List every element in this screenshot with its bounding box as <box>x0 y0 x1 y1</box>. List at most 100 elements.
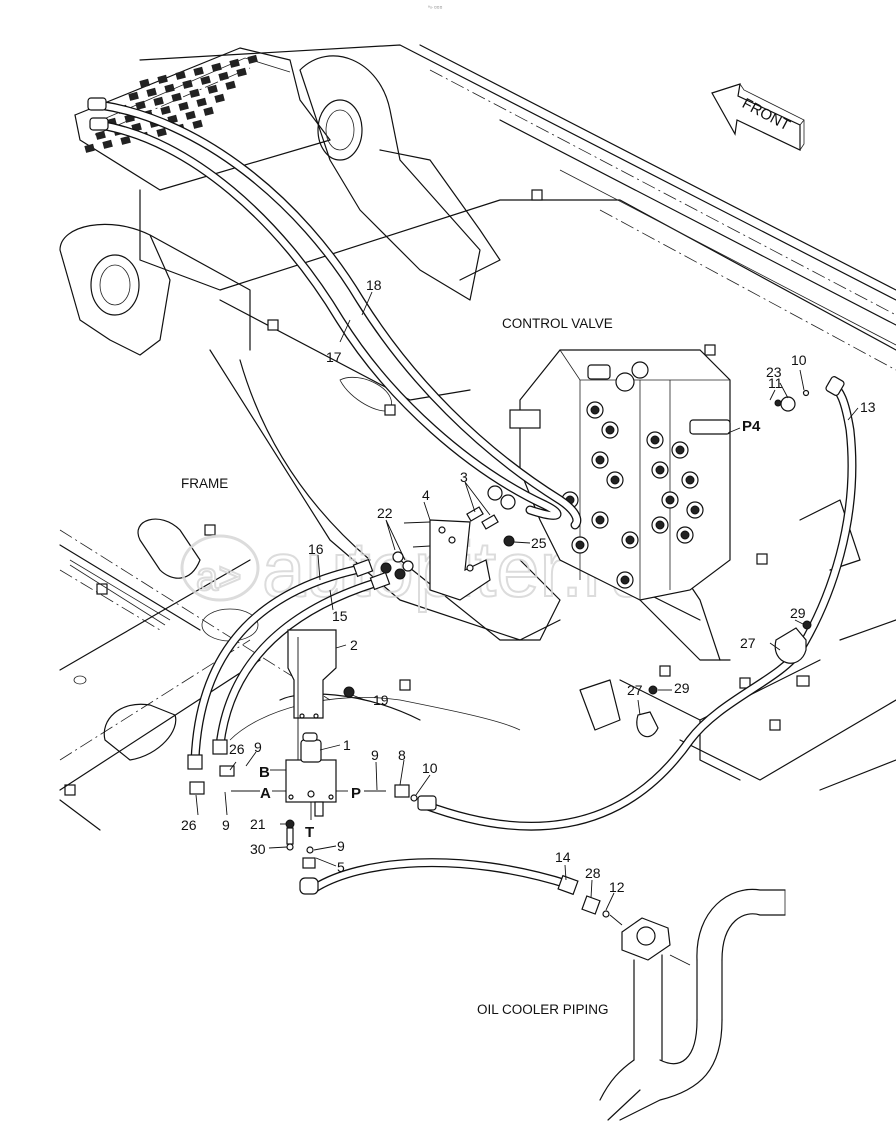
hose-fittings <box>87 97 845 918</box>
mesh-hole <box>225 80 236 90</box>
mesh-hole <box>196 97 207 107</box>
callout-17: 17 <box>326 349 342 365</box>
mesh-hole <box>218 71 229 81</box>
mesh-hole <box>95 130 106 140</box>
callout-19: 19 <box>373 692 389 708</box>
mesh-hole <box>178 101 189 111</box>
port-t-label: T <box>305 824 314 841</box>
valve-port-bolt <box>655 520 665 530</box>
mesh-hole <box>211 62 222 72</box>
callout-15: 15 <box>332 608 348 624</box>
callout-1: 1 <box>343 737 351 753</box>
callout-14: 14 <box>555 849 571 865</box>
valve-port-bolt <box>610 475 620 485</box>
mesh-hole <box>193 66 204 76</box>
mesh-hole <box>139 78 150 88</box>
mesh-hole <box>189 88 200 98</box>
oil-cooler-piping-label: OIL COOLER PIPING <box>477 1002 609 1017</box>
callout-9-t: 9 <box>337 838 345 854</box>
callout-23: 23 <box>766 364 782 380</box>
mesh-hole <box>229 58 240 68</box>
valve-port-bolt <box>685 475 695 485</box>
top-mark: ª» ¤¤¤ <box>428 5 443 11</box>
callout-5: 5 <box>337 859 345 875</box>
callout-22: 22 <box>377 505 393 521</box>
callout-26-upper: 26 <box>229 741 245 757</box>
callout-26-lower: 26 <box>181 817 197 833</box>
mesh-hole <box>135 100 146 110</box>
callout-27-left: 27 <box>627 682 643 698</box>
mesh-hole <box>84 143 95 153</box>
callout-28: 28 <box>585 865 601 881</box>
callout-8: 8 <box>398 747 406 763</box>
mesh-hole <box>156 127 167 137</box>
valve-port-bolt <box>650 435 660 445</box>
mesh-hole <box>185 110 196 120</box>
valve-port-bolt <box>595 455 605 465</box>
frame-label: FRAME <box>181 476 228 491</box>
valve-port-bolt <box>595 515 605 525</box>
callout-3: 3 <box>460 469 468 485</box>
mesh-hole <box>247 54 258 64</box>
callout-12: 12 <box>609 879 625 895</box>
mesh-hole <box>182 79 193 89</box>
callout-29-right: 29 <box>790 605 806 621</box>
mesh-plate <box>84 54 258 153</box>
mesh-hole <box>146 87 157 97</box>
mesh-hole <box>153 96 164 106</box>
valve-port-bolt <box>620 575 630 585</box>
watermark-symbol: a> <box>196 555 242 599</box>
callout-leaders <box>195 291 859 911</box>
valve-block-1 <box>231 637 386 851</box>
mesh-hole <box>120 135 131 145</box>
port-a-label: A <box>260 785 271 802</box>
callout-10-upper: 10 <box>791 352 807 368</box>
lower-frame <box>59 499 896 831</box>
mesh-hole <box>128 91 139 101</box>
mesh-hole <box>236 67 247 77</box>
valve-port-bolt <box>590 405 600 415</box>
mesh-hole <box>192 119 203 129</box>
callout-11: 11 <box>768 375 783 391</box>
valve-port-bolt <box>665 495 675 505</box>
callout-18: 18 <box>366 277 382 293</box>
control-valve-label: CONTROL VALVE <box>502 316 613 331</box>
callout-30: 30 <box>250 841 266 857</box>
valve-port-bolt <box>690 505 700 515</box>
mesh-hole <box>164 83 175 93</box>
valve-port-bolt <box>655 465 665 475</box>
front-direction-arrow: FRONT <box>711 83 805 151</box>
mesh-hole <box>207 84 218 94</box>
mounting-bracket-2 <box>287 629 337 719</box>
mesh-hole <box>200 75 211 85</box>
control-valve <box>509 349 731 601</box>
callout-9-b: 9 <box>254 739 262 755</box>
mesh-hole <box>157 74 168 84</box>
valve-port-bolt <box>605 425 615 435</box>
callout-29-left: 29 <box>674 680 690 696</box>
port-p4-label: P4 <box>742 418 761 435</box>
callout-10-lower: 10 <box>422 760 438 776</box>
mesh-hole <box>214 93 225 103</box>
callout-2: 2 <box>350 637 358 653</box>
valve-port-bolt <box>675 445 685 455</box>
callout-9-a: 9 <box>222 817 230 833</box>
hoses <box>95 100 857 893</box>
mesh-hole <box>175 70 186 80</box>
port-b-label: B <box>259 764 270 781</box>
valve-port-bolt <box>625 535 635 545</box>
callout-9-p: 9 <box>371 747 379 763</box>
callout-numbers: 18 17 3 4 22 25 16 15 2 19 1 26 9 26 9 9… <box>181 277 876 895</box>
valve-port-bolt <box>680 530 690 540</box>
callout-4: 4 <box>422 487 430 503</box>
callout-21: 21 <box>250 816 266 832</box>
mesh-hole <box>171 92 182 102</box>
oil-cooler-piping <box>599 888 786 1121</box>
mesh-hole <box>203 106 214 116</box>
mesh-hole <box>102 139 113 149</box>
bracket-4 <box>403 519 491 601</box>
frame-nut-blocks <box>64 189 781 796</box>
callout-25: 25 <box>531 535 547 551</box>
callout-13: 13 <box>860 399 876 415</box>
